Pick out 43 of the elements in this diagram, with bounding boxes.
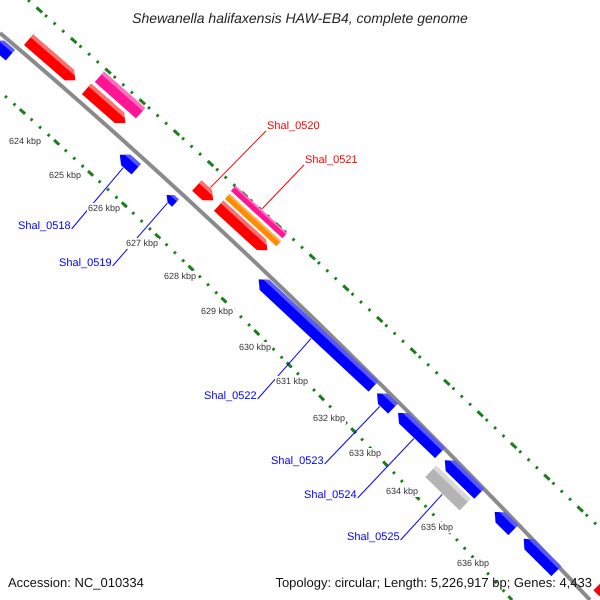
gene-feature bbox=[24, 34, 76, 80]
leader-line bbox=[257, 338, 312, 400]
gene-label: Shal_0520 bbox=[267, 121, 320, 132]
gene-feature bbox=[120, 154, 141, 175]
diagram-title: Shewanella halifaxensis HAW-EB4, complete genome bbox=[131, 11, 469, 25]
scale-label: 628 kbp bbox=[163, 271, 198, 282]
scale-label: 625 kbp bbox=[48, 170, 82, 181]
gene-label: Shal_0523 bbox=[271, 456, 324, 467]
scale-label: 631 kbp bbox=[275, 376, 310, 387]
scale-label: 635 kbp bbox=[420, 522, 454, 533]
leader-line bbox=[357, 438, 414, 498]
scale-label: 634 kbp bbox=[385, 486, 420, 497]
leader-line bbox=[324, 406, 380, 464]
gene-feature bbox=[425, 466, 471, 510]
scale-label: 630 kbp bbox=[238, 342, 272, 353]
gene-feature bbox=[192, 180, 214, 200]
gene-label: Shal_0521 bbox=[305, 155, 358, 166]
scale-label: 626 kbp bbox=[87, 203, 122, 214]
gene-label: Shal_0524 bbox=[304, 490, 357, 501]
scale-label: 629 kbp bbox=[200, 306, 234, 317]
scale-label: 632 kbp bbox=[312, 413, 346, 424]
gene-label: Shal_0518 bbox=[18, 221, 71, 232]
gene-feature bbox=[398, 412, 445, 458]
scale-label: 624 kbp bbox=[8, 136, 42, 147]
gene-feature bbox=[214, 200, 268, 250]
scale-label: 636 kbp bbox=[456, 558, 490, 569]
gene-feature bbox=[82, 84, 126, 124]
gene-label: Shal_0519 bbox=[59, 258, 112, 269]
gene-feature bbox=[166, 195, 179, 207]
scale-label: 633 kbp bbox=[348, 448, 382, 459]
leader-line bbox=[261, 164, 304, 210]
gene-feature bbox=[494, 512, 518, 536]
scale-label: 627 kbp bbox=[125, 238, 160, 249]
leader-line bbox=[210, 130, 266, 188]
gene-feature bbox=[524, 538, 562, 576]
leader-line bbox=[400, 494, 443, 540]
gene-feature bbox=[0, 40, 15, 60]
genome-info-text: Topology: circular; Length: 5,226,917 bp; Genes: 4,433 bbox=[275, 576, 592, 589]
gene-label: Shal_0525 bbox=[347, 532, 400, 543]
gene-label: Shal_0522 bbox=[204, 391, 257, 402]
accession-text: Accession: NC_010334 bbox=[8, 576, 144, 589]
leader-line bbox=[71, 167, 124, 230]
gene-feature bbox=[377, 393, 398, 414]
